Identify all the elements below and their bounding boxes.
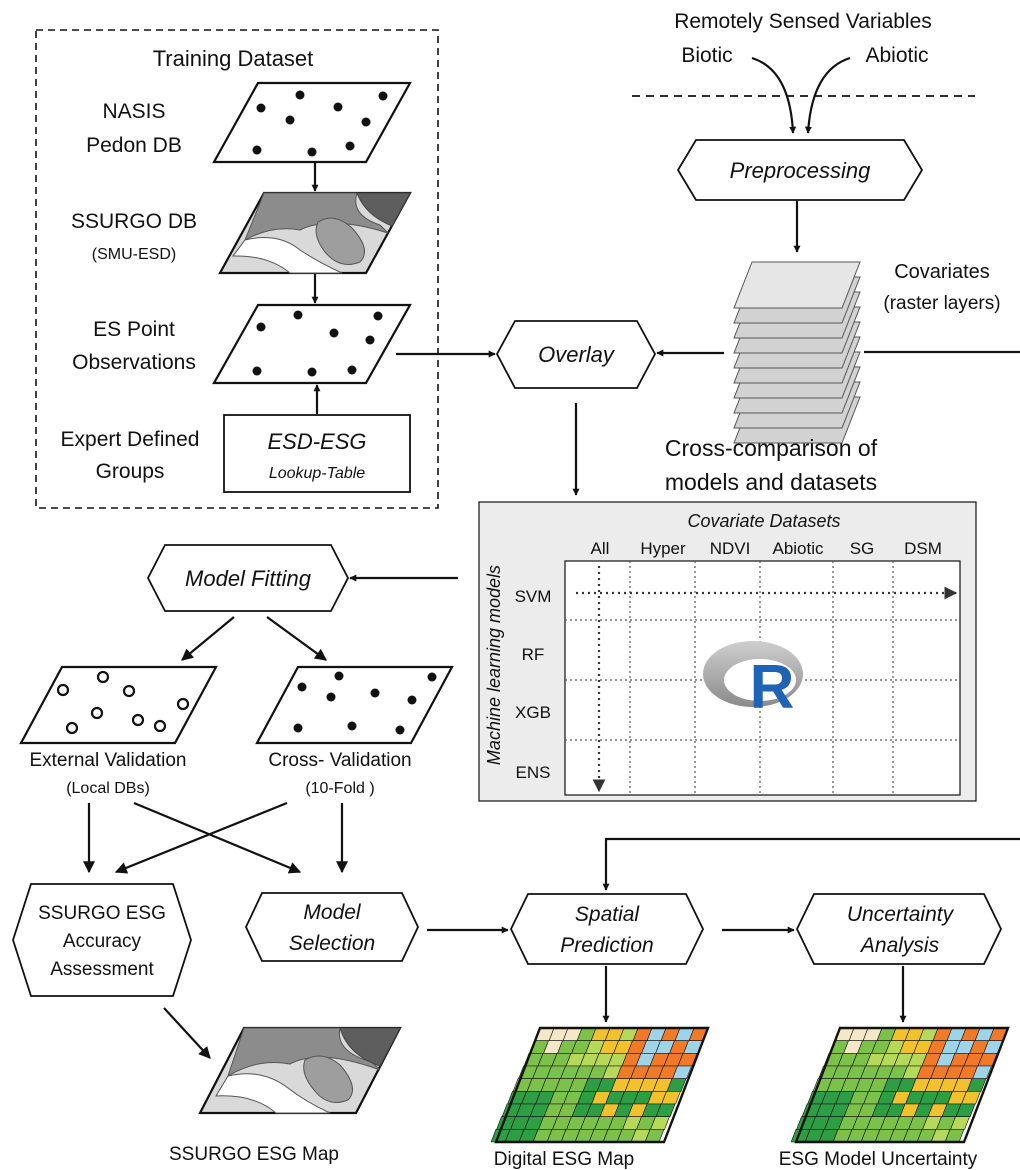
uncertainty-analysis-label-1: Uncertainty bbox=[847, 903, 955, 926]
es-point-points bbox=[252, 310, 383, 377]
arrow-fit-to-external bbox=[181, 616, 235, 661]
remote-sensed-title: Remotely Sensed Variables bbox=[674, 10, 932, 33]
model-selection-label-2: Selection bbox=[289, 932, 375, 955]
training-dataset-title: Training Dataset bbox=[153, 46, 314, 71]
lookup-table-box bbox=[223, 414, 411, 493]
arrow-external-to-selection bbox=[133, 801, 302, 874]
nasis-pedon-points bbox=[252, 90, 388, 157]
arrow-accuracy-to-ssurgo-map bbox=[163, 1007, 211, 1059]
r-logo-letter: R bbox=[750, 653, 795, 722]
biotic-label: Biotic bbox=[681, 44, 732, 67]
nasis-label-2: Pedon DB bbox=[86, 134, 182, 157]
raster-cell bbox=[961, 1091, 981, 1105]
uncertainty-analysis-hexagon bbox=[795, 893, 1003, 965]
matrix-column-labels: All Hyper NDVI Abiotic SG DSM bbox=[591, 539, 942, 558]
esg-uncertainty-map bbox=[790, 1026, 1010, 1144]
covariates-feed-line bbox=[602, 837, 1020, 891]
es-point-label-2: Observations bbox=[72, 351, 196, 374]
raster-cell bbox=[950, 1116, 970, 1130]
ssurgo-db-label: SSURGO DB bbox=[71, 210, 197, 233]
ssurgo-db-sublabel: (SMU-ESD) bbox=[92, 246, 176, 263]
r-logo-icon: R bbox=[703, 641, 803, 722]
matrix-row-label: XGB bbox=[515, 703, 551, 722]
raster-layer bbox=[733, 261, 861, 309]
training-dataset-box bbox=[35, 29, 439, 509]
raster-map-border bbox=[794, 1026, 1010, 1144]
covariates-title: Covariates bbox=[894, 261, 990, 283]
raster-cell bbox=[661, 1091, 681, 1105]
model-fitting-label: Model Fitting bbox=[185, 566, 312, 591]
expert-groups-label-1: Expert Defined bbox=[61, 428, 200, 451]
spatial-prediction-label-1: Spatial bbox=[575, 903, 641, 926]
preprocessing-hexagon bbox=[676, 139, 924, 201]
covariate-raster-stack bbox=[733, 261, 861, 444]
raster-cell bbox=[655, 1103, 676, 1117]
ssurgo-db-layer bbox=[218, 191, 412, 275]
cross-comparison-label-2: models and datasets bbox=[665, 469, 877, 495]
matrix-title: Covariate Datasets bbox=[687, 511, 840, 531]
overlay-label: Overlay bbox=[538, 342, 616, 367]
matrix-column-label: Abiotic bbox=[772, 539, 824, 558]
lookup-table-title: ESD-ESG bbox=[267, 429, 366, 454]
matrix-column-label: NDVI bbox=[710, 539, 751, 558]
abiotic-label: Abiotic bbox=[865, 44, 928, 67]
uncertainty-map-label: ESG Model Uncertainty bbox=[779, 1149, 978, 1170]
external-validation-title: External Validation bbox=[29, 750, 186, 771]
cross-validation-points bbox=[293, 671, 437, 735]
model-selection-hexagon bbox=[245, 892, 419, 962]
digital-map-label: Digital ESG Map bbox=[494, 1149, 634, 1170]
spatial-prediction-label-2: Prediction bbox=[560, 934, 653, 957]
cross-validation-sub: (10-Fold ) bbox=[305, 780, 374, 797]
ssurgo-accuracy-label-2: Accuracy bbox=[63, 931, 142, 952]
matrix-column-label: All bbox=[591, 539, 610, 558]
lookup-table-subtitle: Lookup-Table bbox=[269, 465, 365, 482]
cross-validation-layer bbox=[255, 665, 454, 745]
es-point-label-1: ES Point bbox=[93, 318, 175, 341]
external-validation-points bbox=[56, 670, 190, 735]
uncertainty-analysis-label-2: Analysis bbox=[859, 934, 940, 957]
model-fitting-hexagon bbox=[146, 544, 350, 612]
expert-groups-label-2: Groups bbox=[96, 460, 165, 483]
ssurgo-accuracy-hexagon bbox=[12, 883, 192, 997]
raster-cell bbox=[966, 1078, 987, 1092]
model-selection-label-1: Model bbox=[303, 901, 362, 924]
matrix-column-label: SG bbox=[850, 539, 875, 558]
raster-map-border bbox=[494, 1026, 710, 1144]
cross-comparison-label-1: Cross-comparison of bbox=[665, 435, 878, 461]
ssurgo-accuracy-label-3: Assessment bbox=[50, 959, 154, 980]
raster-cell bbox=[955, 1103, 976, 1117]
spatial-prediction-hexagon bbox=[509, 893, 705, 965]
nasis-pedon-layer bbox=[212, 81, 412, 164]
matrix-ylabel: Machine learning models bbox=[484, 565, 504, 765]
ssurgo-accuracy-label-1: SSURGO ESG bbox=[38, 903, 166, 924]
ssurgo-esg-map bbox=[198, 1026, 402, 1115]
matrix-row-labels: SVM RF XGB ENS bbox=[515, 587, 552, 782]
raster-cell bbox=[666, 1078, 687, 1092]
matrix-column-label: DSM bbox=[904, 539, 942, 558]
nasis-label-1: NASIS bbox=[102, 100, 165, 123]
raster-cell bbox=[972, 1065, 992, 1079]
external-validation-sub: (Local DBs) bbox=[66, 780, 150, 797]
arrow-abiotic bbox=[804, 56, 851, 134]
arrow-fit-to-crossval bbox=[266, 616, 327, 661]
arrow-crossval-to-accuracy bbox=[114, 801, 288, 874]
matrix-column-label: Hyper bbox=[640, 539, 686, 558]
matrix-row-label: RF bbox=[522, 645, 545, 664]
ssurgo-map-label: SSURGO ESG Map bbox=[169, 1144, 339, 1165]
overlay-hexagon bbox=[495, 320, 657, 389]
matrix-row-label: ENS bbox=[516, 763, 551, 782]
matrix-row-label: SVM bbox=[515, 587, 552, 606]
digital-esg-map bbox=[490, 1026, 710, 1144]
preprocessing-label: Preprocessing bbox=[730, 158, 871, 183]
raster-cell bbox=[672, 1065, 692, 1079]
arrow-biotic bbox=[751, 56, 797, 134]
cross-validation-title: Cross- Validation bbox=[268, 750, 411, 771]
raster-cell bbox=[650, 1116, 670, 1130]
covariates-subtitle: (raster layers) bbox=[883, 293, 1000, 314]
